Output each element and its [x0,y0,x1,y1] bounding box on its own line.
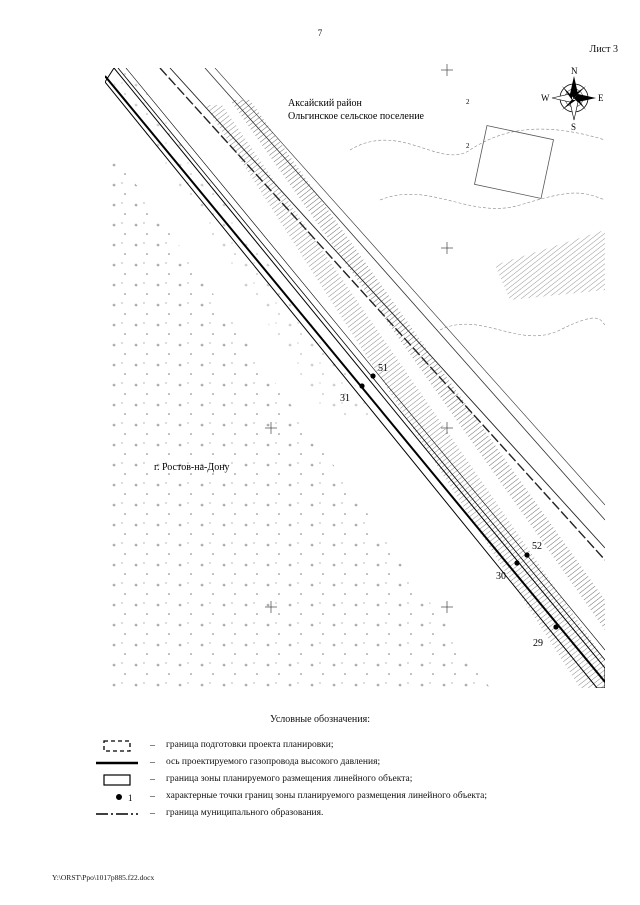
point-label: 31 [340,393,350,404]
legend-text: граница зоны планируемого размещения лин… [166,774,413,784]
dotted-area [105,140,490,688]
legend-title: Условные обозначения: [269,714,370,725]
small-label: 2 [466,142,470,150]
contour [349,128,605,156]
settlement-label: Ольгинское сельское поселение [288,111,425,122]
legend-dash: – [150,757,155,768]
thick-line-icon [96,761,138,765]
hatch-band-lower [205,105,605,688]
legend-dash: – [150,808,155,819]
hatch-band-upper [230,100,605,630]
road-line [204,68,605,521]
compass-rose-icon: N S E W [541,66,604,132]
point-label: 30 [496,571,506,582]
corridor-boundary [105,68,605,688]
legend-item: – граница подготовки проекта планировки; [96,739,566,754]
map: N S E W Аксайский район Ольгинское сельс… [105,64,605,688]
dash-dot-line-icon [96,813,138,815]
legend-dash: – [150,791,155,802]
compass-e: E [598,93,604,103]
contour [379,192,605,209]
legend-text: характерные точки границ зоны планируемо… [166,791,488,801]
city-label: г. Ростов-на-Дону [154,462,230,473]
point-icon: 1 [116,793,133,803]
legend-item: – ось проектируемого газопровода высоког… [96,756,566,771]
pipeline-parallel [117,68,605,661]
point-marker [359,383,365,389]
legend-text: граница подготовки проекта планировки; [166,740,334,750]
district-label: Аксайский район [288,98,362,109]
compass-s: S [571,122,576,132]
point-marker [524,552,530,558]
compass-n: N [571,66,578,76]
small-label: 2 [466,98,470,106]
sheet-label: Лист 3 [589,44,618,55]
gas-pipeline-axis [105,75,605,683]
legend-dash: – [150,774,155,785]
point-marker [553,624,559,630]
dashed-rect-icon [103,740,131,752]
building [474,125,554,199]
compass-w: W [541,93,550,103]
rail-line [159,68,605,561]
rect-icon [103,774,131,786]
pipeline-parallel [125,68,605,651]
legend-text: граница муниципального образования. [166,808,324,818]
point-marker [514,560,520,566]
legend-text: ось проектируемого газопровода высокого … [166,757,381,767]
legend-item: – граница зоны планируемого размещения л… [96,773,566,788]
page-number: 7 [317,28,323,38]
point-label: 52 [532,541,542,552]
dotted-area-upper [105,70,380,420]
point-label: 29 [533,638,543,649]
legend-dash: – [150,740,155,751]
legend-item: – граница муниципального образования. [96,807,566,822]
contour [439,317,605,337]
point-label: 51 [378,363,388,374]
hatch-block-right [495,230,605,300]
footer-file-path: Y:\ORST\Ppo\1017p885.f22.docx [52,873,155,882]
rail-line [169,68,605,549]
legend-point-number: 1 [128,793,133,803]
grid-crosses [265,64,453,613]
map-frame [105,68,605,688]
point-marker [370,373,376,379]
road-line [214,68,605,506]
boundary-points: 51 31 52 30 29 [340,363,559,649]
legend-item: 1 – характерные точки границ зоны планир… [96,790,566,805]
